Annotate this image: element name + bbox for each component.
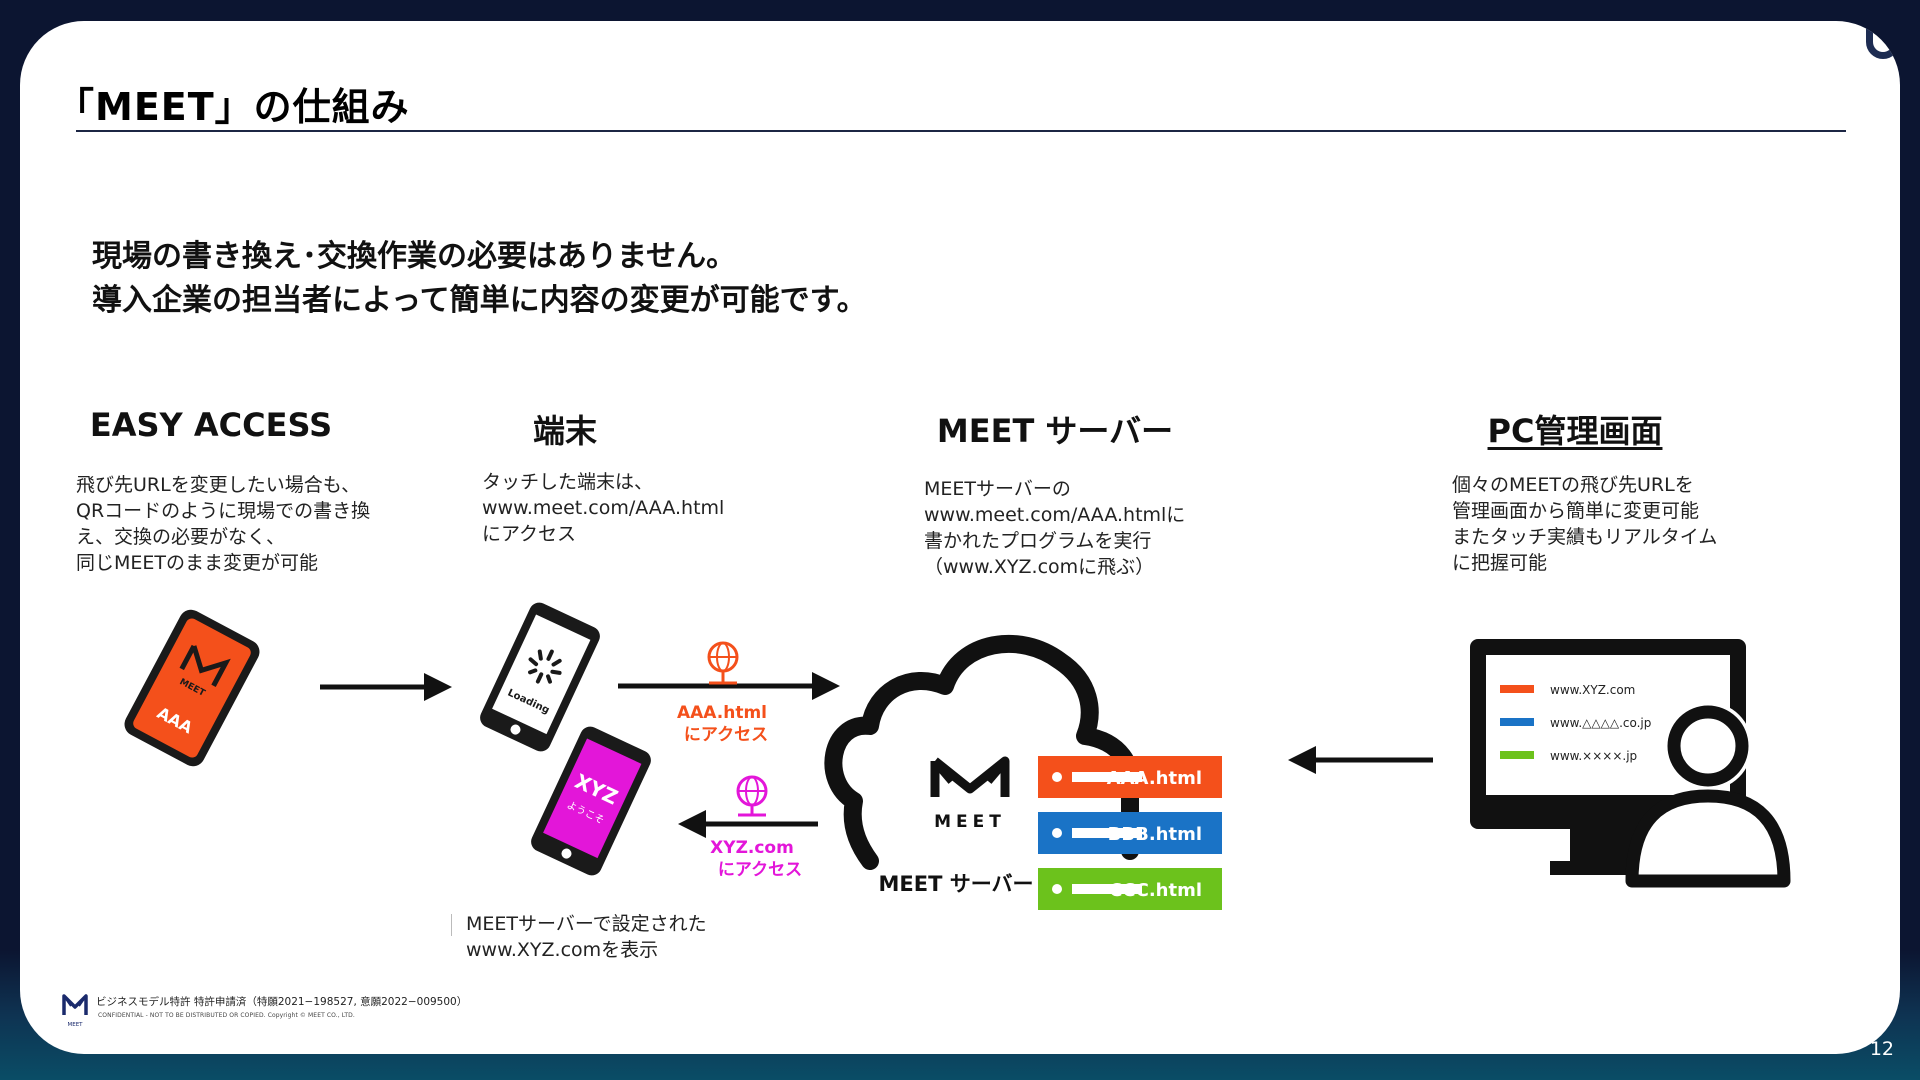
desc-line: え、交換の必要がなく、: [76, 526, 286, 548]
desc-line: （www.XYZ.comに飛ぶ）: [924, 556, 1155, 578]
access-aaa-line-2: にアクセス: [684, 725, 768, 745]
desc-line: MEETサーバーの: [924, 478, 1071, 500]
desc-line: www.meet.com/AAA.html: [482, 497, 725, 519]
admin-person-icon: [1625, 702, 1791, 888]
footer-logo-text: MEET: [67, 1022, 83, 1028]
pc-monitor-icon: www.XYZ.com www.△△△△.co.jp www.××××.jp: [1470, 639, 1746, 875]
monitor-row-label: www.××××.jp: [1550, 749, 1637, 763]
page-title: 「MEET」の仕組み: [56, 85, 410, 129]
desc-line: QRコードのように現場での書き換: [76, 500, 371, 522]
server-caption: MEET サーバー: [878, 872, 1033, 896]
monitor-row-xyz: www.XYZ.com: [1500, 683, 1635, 697]
patent-notice: ビジネスモデル特許 特許申請済（特願2021−198527, 意願2022−00…: [96, 996, 468, 1008]
arrow-left-icon: [1288, 746, 1433, 774]
globe-icon: [736, 775, 768, 817]
flow-diagram: MEET AAA Loading: [124, 602, 1791, 910]
monitor-row-label: www.XYZ.com: [1550, 683, 1635, 697]
column-desc-server: MEETサーバーの www.meet.com/AAA.htmlに 書かれたプログ…: [924, 476, 1185, 580]
server-logo-text: MEET: [934, 812, 1006, 832]
arrow-right-icon: [618, 672, 840, 700]
desc-line: 個々のMEETの飛び先URLを: [1452, 474, 1694, 496]
arrow-left-icon: [678, 810, 818, 838]
corner-logo-mark: [1866, 23, 1900, 59]
desc-line: タッチした端末は、: [482, 471, 654, 493]
server-page-ccc: CCC.html: [1038, 868, 1222, 910]
desc-line: にアクセス: [482, 523, 577, 545]
bottom-caption-line-1: MEETサーバーで設定された: [466, 913, 707, 935]
phone-loading-icon: Loading: [480, 602, 600, 752]
globe-icon: [707, 641, 739, 685]
server-page-label: AAA.html: [1107, 768, 1202, 789]
column-title-easy-access: EASY ACCESS: [89, 406, 333, 444]
access-xyz-line-2: にアクセス: [718, 860, 802, 880]
nfc-tag-icon: MEET AAA: [124, 609, 260, 767]
server-page-label: BBB.html: [1108, 824, 1202, 845]
desc-line: www.meet.com/AAA.htmlに: [924, 504, 1186, 526]
desc-line: 管理画面から簡単に変更可能: [1452, 500, 1700, 522]
server-page-bbb: BBB.html: [1038, 812, 1222, 854]
headline-line-1: 現場の書き換え･交換作業の必要はありません。: [92, 239, 737, 274]
access-xyz-line-1: XYZ.com: [710, 838, 794, 858]
column-desc-easy-access: 飛び先URLを変更したい場合も、 QRコードのように現場での書き換 え、交換の必…: [76, 472, 370, 576]
server-page-aaa: AAA.html: [1038, 756, 1222, 798]
title-divider: [76, 130, 1846, 132]
page-number: 12: [1869, 1038, 1894, 1060]
arrow-right-icon: [320, 673, 452, 701]
desc-line: 書かれたプログラムを実行: [924, 530, 1152, 552]
monitor-row-label: www.△△△△.co.jp: [1550, 716, 1651, 730]
desc-line: 飛び先URLを変更したい場合も、: [76, 474, 361, 496]
headline: 現場の書き換え･交換作業の必要はありません。 導入企業の担当者によって簡単に内容…: [92, 235, 867, 323]
slide: 「MEET」の仕組み 現場の書き換え･交換作業の必要はありません。 導入企業の担…: [20, 21, 1900, 1054]
column-title-pc-admin: PC管理画面: [1487, 412, 1663, 450]
column-desc-pc-admin: 個々のMEETの飛び先URLを 管理画面から簡単に変更可能 またタッチ実績もリア…: [1452, 472, 1717, 576]
column-title-device: 端末: [532, 412, 598, 450]
headline-line-2: 導入企業の担当者によって簡単に内容の変更が可能です。: [92, 283, 867, 318]
server-page-label: CCC.html: [1109, 880, 1202, 901]
desc-line: またタッチ実績もリアルタイム: [1452, 526, 1718, 548]
bottom-caption-line-2: www.XYZ.comを表示: [466, 939, 659, 961]
monitor-row-co-jp: www.△△△△.co.jp: [1500, 716, 1651, 730]
monitor-row-jp: www.××××.jp: [1500, 749, 1637, 763]
desc-line: 同じMEETのまま変更が可能: [76, 552, 319, 574]
column-desc-device: タッチした端末は、 www.meet.com/AAA.html にアクセス: [482, 469, 724, 547]
meet-logo-icon: MEET: [62, 994, 88, 1028]
cloud-server-icon: MEET: [824, 634, 1140, 870]
caption-divider: [451, 914, 452, 936]
phone-xyz-icon: XYZ ようこそ: [531, 726, 651, 876]
access-aaa-line-1: AAA.html: [677, 703, 767, 723]
desc-line: に把握可能: [1452, 552, 1548, 574]
confidential-notice: CONFIDENTIAL - NOT TO BE DISTRIBUTED OR …: [98, 1012, 355, 1019]
column-title-server: MEET サーバー: [936, 412, 1174, 450]
bottom-caption: MEETサーバーで設定された www.XYZ.comを表示: [466, 911, 707, 963]
